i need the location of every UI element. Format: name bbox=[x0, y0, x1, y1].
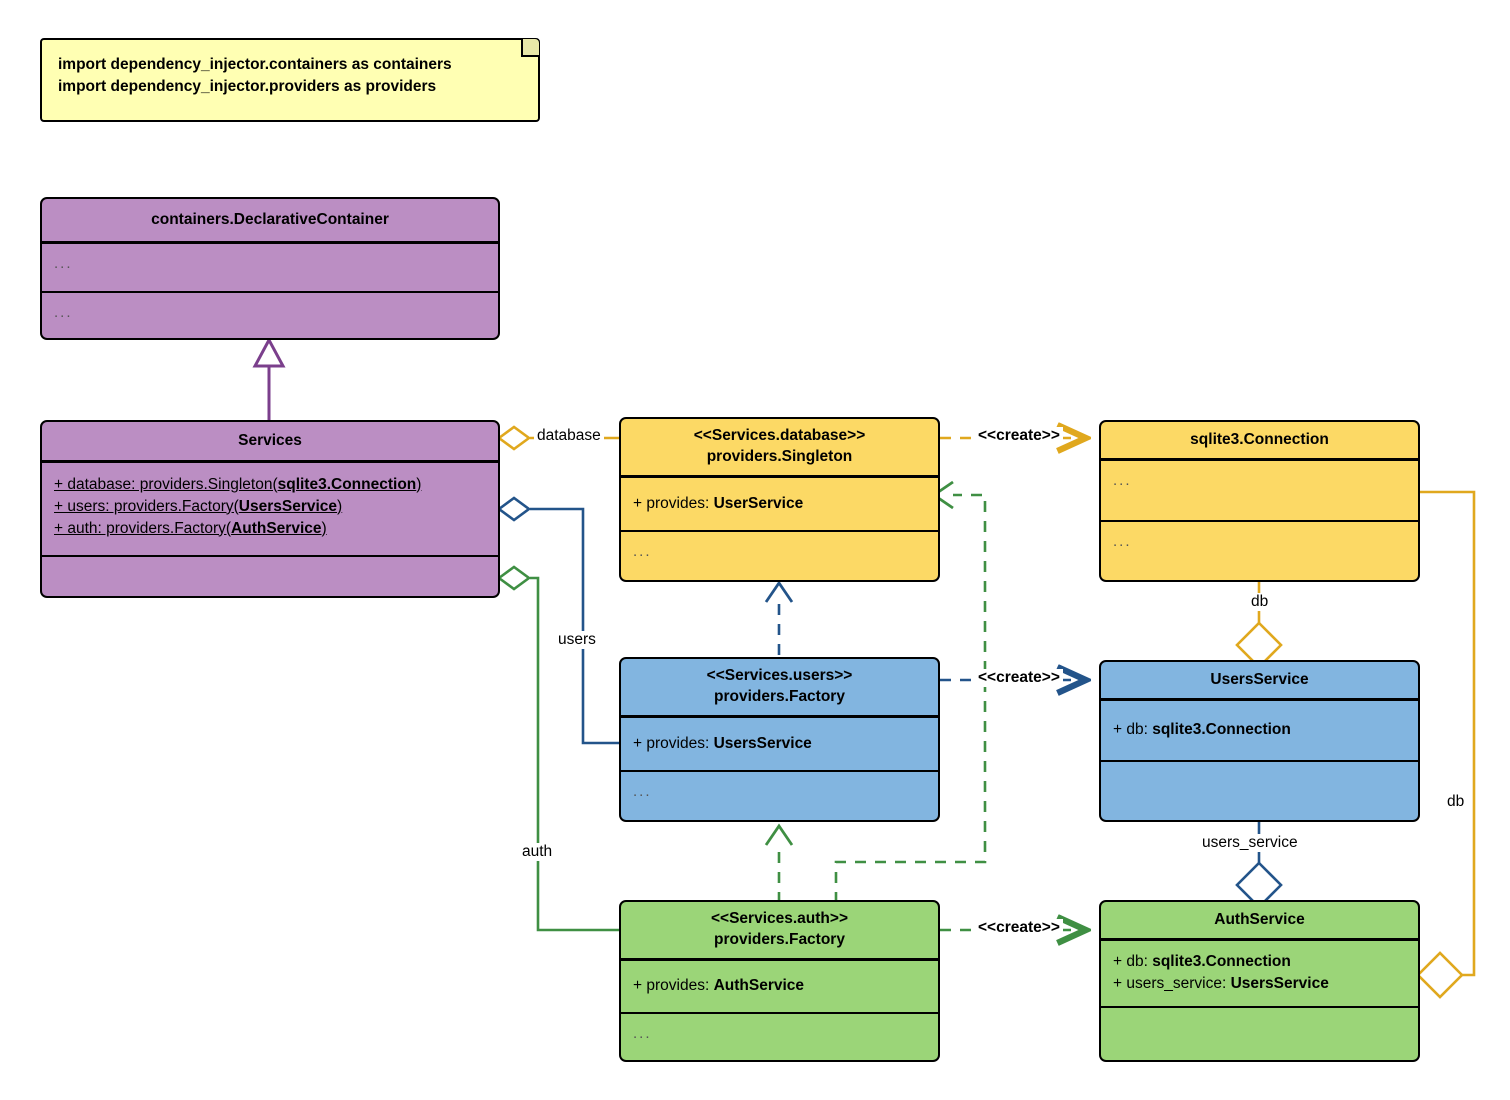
class-header: <<Services.auth>> providers.Factory bbox=[621, 902, 938, 958]
class-header: <<Services.database>> providers.Singleto… bbox=[621, 419, 938, 475]
attribute-row-provides: + provides: AuthService bbox=[633, 977, 805, 994]
divider bbox=[621, 715, 938, 718]
operation-row: ... bbox=[633, 543, 652, 560]
attributes-compartment: + provides: UserService bbox=[621, 478, 938, 530]
attribute-row-provides: + provides: UserService bbox=[633, 494, 804, 512]
divider bbox=[1101, 698, 1418, 701]
edge-dep-auth-users bbox=[764, 823, 794, 903]
attributes-compartment: + provides: UsersService bbox=[621, 718, 938, 770]
edge-generalization-services bbox=[252, 336, 286, 420]
divider bbox=[42, 241, 498, 244]
divider bbox=[1101, 759, 1418, 762]
operation-row: ... bbox=[633, 1025, 652, 1042]
edge-label-create-auth: <<create>> bbox=[975, 919, 1063, 937]
divider bbox=[621, 475, 938, 478]
operations-compartment bbox=[1101, 1008, 1418, 1060]
note-text: import dependency_injector.containers as… bbox=[42, 40, 538, 109]
edge-label-db-users: db bbox=[1248, 593, 1272, 611]
divider bbox=[1101, 1005, 1418, 1008]
class-title: containers.DeclarativeContainer bbox=[151, 210, 389, 228]
attribute-row-db: + db: sqlite3.Connection bbox=[1113, 721, 1291, 738]
edge-label-auth: auth bbox=[519, 843, 556, 861]
operations-compartment: ... bbox=[1101, 522, 1418, 580]
divider bbox=[1101, 938, 1418, 941]
operations-compartment: ... bbox=[621, 1014, 938, 1060]
class-title: sqlite3.Connection bbox=[1190, 430, 1329, 448]
operation-row: ... bbox=[54, 304, 73, 321]
divider bbox=[621, 1011, 938, 1014]
attributes-compartment: + db: sqlite3.Connection bbox=[1101, 701, 1418, 760]
class-services[interactable]: Services + database: providers.Singleton… bbox=[40, 420, 500, 598]
operations-compartment: ... bbox=[621, 532, 938, 580]
attributes-compartment: + database: providers.Singleton(sqlite3.… bbox=[42, 463, 498, 555]
divider bbox=[621, 769, 938, 772]
class-sqlite3-connection[interactable]: sqlite3.Connection ... ... bbox=[1099, 420, 1420, 582]
note-line-1: import dependency_injector.containers as… bbox=[58, 56, 452, 73]
edge-label-users: users bbox=[555, 631, 599, 649]
attributes-compartment: ... bbox=[1101, 461, 1418, 520]
edge-label-database: database bbox=[534, 427, 604, 445]
class-header: <<Services.users>> providers.Factory bbox=[621, 659, 938, 715]
operations-compartment: ... bbox=[42, 293, 498, 338]
operation-row: ... bbox=[633, 783, 652, 800]
class-services-auth[interactable]: <<Services.auth>> providers.Factory + pr… bbox=[619, 900, 940, 1062]
class-services-users[interactable]: <<Services.users>> providers.Factory + p… bbox=[619, 657, 940, 822]
attribute-row-auth: + auth: providers.Factory(AuthService) bbox=[54, 519, 327, 537]
edge-services-users bbox=[496, 496, 619, 745]
edge-label-db-auth: db bbox=[1444, 793, 1468, 811]
class-header: containers.DeclarativeContainer bbox=[42, 199, 498, 241]
divider bbox=[42, 460, 498, 463]
operations-compartment: ... bbox=[621, 772, 938, 820]
class-title: providers.Factory bbox=[714, 688, 845, 705]
edge-dep-users-database bbox=[764, 580, 794, 655]
note-folded-corner bbox=[521, 39, 539, 57]
attribute-row-users-service: + users_service: UsersService bbox=[1113, 975, 1329, 992]
class-header: AuthService bbox=[1101, 902, 1418, 938]
class-users-service[interactable]: UsersService + db: sqlite3.Connection bbox=[1099, 660, 1420, 822]
divider bbox=[42, 290, 498, 293]
attributes-compartment: + provides: AuthService bbox=[621, 961, 938, 1012]
class-title: AuthService bbox=[1214, 910, 1305, 928]
divider bbox=[621, 958, 938, 961]
class-stereotype: <<Services.database>> bbox=[693, 427, 866, 445]
edge-label-create-database: <<create>> bbox=[975, 427, 1063, 445]
operation-row: ... bbox=[1113, 533, 1132, 550]
class-services-database[interactable]: <<Services.database>> providers.Singleto… bbox=[619, 417, 940, 582]
edge-services-auth bbox=[496, 565, 619, 932]
class-title: UsersService bbox=[1210, 670, 1309, 688]
attribute-row-db: + db: sqlite3.Connection bbox=[1113, 953, 1291, 970]
attribute-row: ... bbox=[54, 254, 73, 272]
edge-label-users-service: users_service bbox=[1199, 834, 1301, 852]
class-title: Services bbox=[238, 431, 302, 449]
attribute-row-provides: + provides: UsersService bbox=[633, 734, 812, 752]
attributes-compartment: ... bbox=[42, 244, 498, 291]
class-containers-declarativecontainer[interactable]: containers.DeclarativeContainer ... ... bbox=[40, 197, 500, 340]
class-title: providers.Factory bbox=[714, 931, 845, 948]
divider bbox=[1101, 519, 1418, 522]
edge-label-create-users: <<create>> bbox=[975, 669, 1063, 687]
class-title: providers.Singleton bbox=[706, 448, 853, 465]
divider bbox=[42, 554, 498, 557]
class-header: UsersService bbox=[1101, 662, 1418, 698]
operations-compartment bbox=[1101, 762, 1418, 820]
operations-compartment bbox=[42, 557, 498, 596]
imports-note: import dependency_injector.containers as… bbox=[40, 38, 540, 122]
attribute-row-users: + users: providers.Factory(UsersService) bbox=[54, 497, 343, 515]
attributes-compartment: + db: sqlite3.Connection + users_service… bbox=[1101, 941, 1418, 1006]
class-stereotype: <<Services.auth>> bbox=[710, 910, 848, 928]
divider bbox=[1101, 458, 1418, 461]
attribute-row: ... bbox=[1113, 471, 1132, 489]
class-auth-service[interactable]: AuthService + db: sqlite3.Connection + u… bbox=[1099, 900, 1420, 1062]
class-stereotype: <<Services.users>> bbox=[706, 667, 853, 685]
note-line-2: import dependency_injector.providers as … bbox=[58, 78, 437, 96]
class-header: Services bbox=[42, 422, 498, 460]
class-header: sqlite3.Connection bbox=[1101, 422, 1418, 458]
edge-db-auth bbox=[1416, 490, 1476, 999]
divider bbox=[621, 529, 938, 532]
attribute-row-database: + database: providers.Singleton(sqlite3.… bbox=[54, 475, 422, 493]
